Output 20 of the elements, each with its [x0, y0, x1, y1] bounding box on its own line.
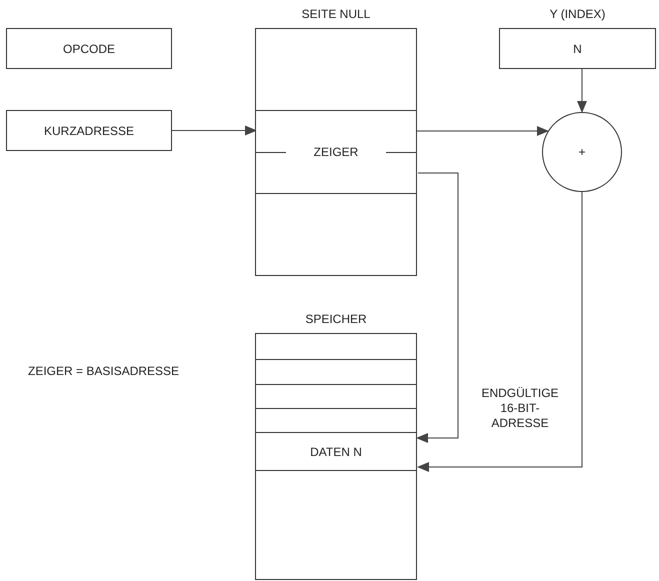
register-label: N	[573, 42, 582, 56]
cell-label: DATEN N	[310, 444, 362, 458]
arrow	[416, 172, 458, 443]
arrow	[577, 68, 587, 113]
memory-heading: SPEICHER	[304, 312, 368, 326]
register-heading: Y (INDEX)	[548, 7, 606, 21]
register-box	[6, 28, 172, 69]
register-label: OPCODE	[62, 42, 115, 56]
arrow	[417, 192, 582, 472]
register-label: KURZADRESSE	[44, 124, 134, 138]
note-label: ENDGÜLTIGE 16-BIT-ADRESSE	[480, 386, 560, 431]
arrow	[416, 126, 549, 136]
register-box	[6, 110, 172, 151]
arrow	[172, 126, 257, 136]
memory-cell	[256, 432, 416, 471]
cell-label: ZEIGER	[314, 145, 358, 159]
note-label: ZEIGER = BASISADRESSE	[28, 364, 180, 379]
memory-heading: SEITE NULL	[300, 7, 372, 21]
memory-cell	[256, 110, 416, 194]
plus-sign: +	[578, 145, 586, 159]
